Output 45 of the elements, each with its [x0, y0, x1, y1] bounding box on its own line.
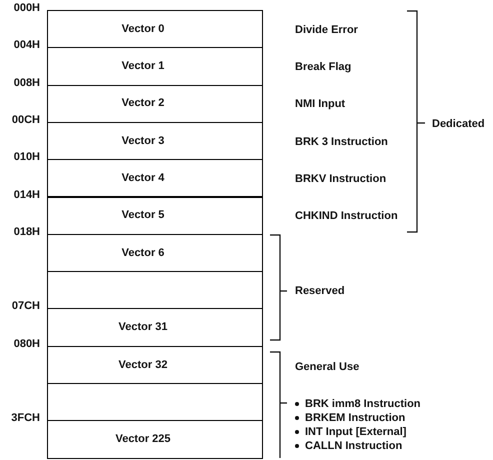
address-label: 000H: [12, 1, 40, 16]
memory-row: [47, 84, 263, 123]
group-label: Reserved: [295, 284, 345, 299]
address-label: 080H: [12, 336, 40, 352]
vector-label: Vector 6: [122, 246, 164, 261]
address-label: 00CH: [10, 112, 40, 128]
vector-label: Vector 0: [122, 22, 164, 37]
vector-label: Vector 3: [122, 134, 164, 149]
vector-description: Break Flag: [295, 60, 352, 75]
memory-row: [47, 196, 263, 235]
address-label: 07CH: [10, 299, 40, 314]
vector-description: BRKV Instruction: [295, 172, 386, 187]
vector-description: Divide Error: [295, 22, 358, 38]
memory-row: [47, 420, 263, 459]
address-label: 010H: [12, 150, 40, 166]
bullet-item: BRKEM Instruction: [295, 410, 406, 426]
address-label: 004H: [12, 38, 40, 54]
memory-row: [47, 346, 263, 384]
memory-row: [47, 122, 263, 160]
vector-description: CHKIND Instruction: [295, 209, 398, 224]
memory-row: [47, 10, 263, 48]
vector-label: Vector 225: [115, 432, 171, 448]
vector-description: BRK 3 Instruction: [295, 134, 388, 150]
address-label: 014H: [12, 188, 40, 202]
group-label: Dedicated: [432, 117, 485, 132]
vector-description: NMI Input: [295, 97, 346, 112]
memory-row: [47, 308, 263, 347]
vector-label: Vector 4: [122, 171, 164, 186]
address-label: 3FCH: [10, 411, 40, 426]
empty-memory-row: [47, 383, 263, 422]
empty-memory-row: [47, 271, 263, 310]
memory-row: [47, 234, 263, 272]
memory-row: [47, 159, 263, 198]
vector-label: Vector 2: [122, 96, 164, 112]
address-label: 008H: [12, 76, 40, 91]
vector-label: Vector 31: [118, 320, 168, 336]
bullet-item: INT Input [External]: [295, 424, 406, 440]
bullet-item: BRK imm8 Instruction: [295, 396, 421, 412]
bullet-item: CALLN Instruction: [295, 438, 402, 454]
group-label: General Use: [295, 360, 360, 375]
vector-label: Vector 1: [122, 59, 164, 74]
vector-label: Vector 32: [118, 358, 168, 373]
vector-label: Vector 5: [122, 208, 164, 224]
address-label: 018H: [12, 224, 40, 240]
memory-row: [47, 47, 263, 86]
